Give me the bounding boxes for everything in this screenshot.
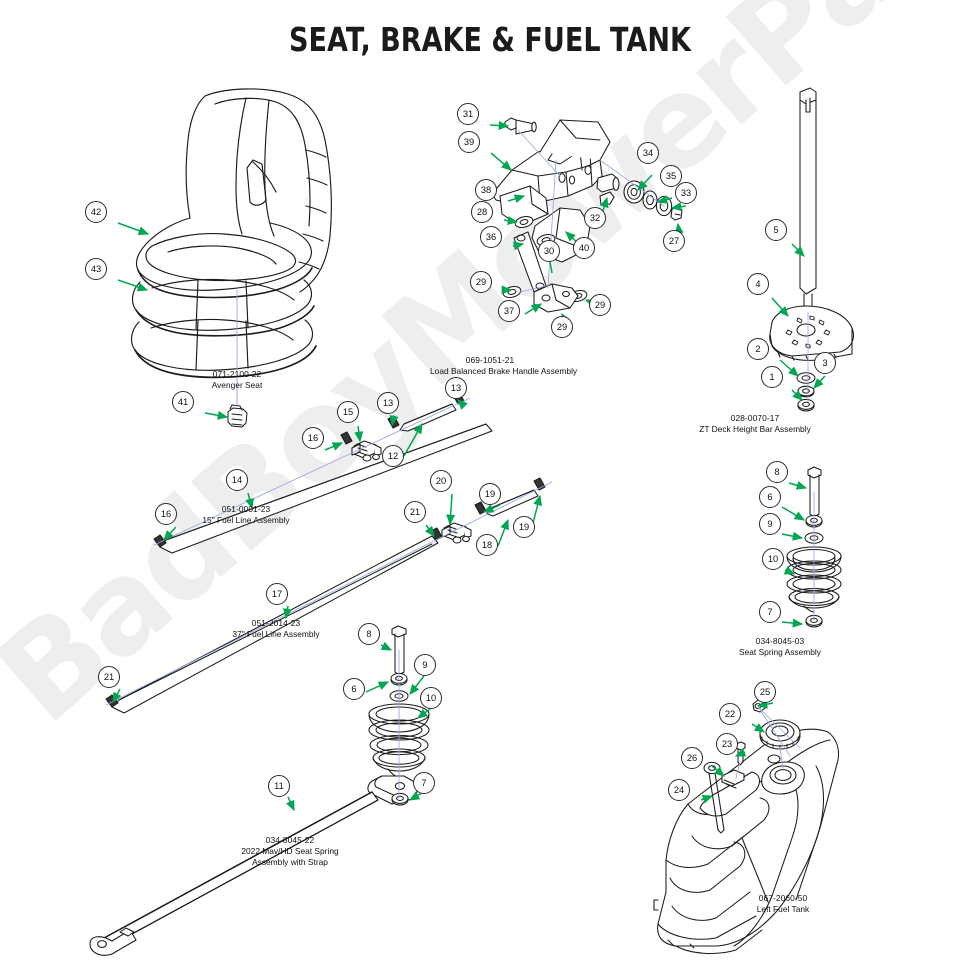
callout-39[interactable]: 39 [458,131,480,153]
callout-27[interactable]: 27 [663,230,685,252]
callout-35[interactable]: 35 [660,165,682,187]
callout-9[interactable]: 9 [414,654,436,676]
callout-10[interactable]: 10 [420,687,442,709]
callout-12[interactable]: 12 [382,445,404,467]
callout-43[interactable]: 43 [85,258,107,280]
part-name: 2022 Mav/HD Seat Spring [241,846,339,856]
callout-13[interactable]: 13 [445,377,467,399]
callout-16[interactable]: 16 [155,503,177,525]
callout-18[interactable]: 18 [476,534,498,556]
callout-15[interactable]: 15 [337,401,359,423]
callout-30[interactable]: 30 [538,240,560,262]
part-name: ZT Deck Height Bar Assembly [699,424,811,434]
callout-41[interactable]: 41 [172,391,194,413]
leader-lines [112,120,826,812]
callout-6[interactable]: 6 [343,678,365,700]
callout-10[interactable]: 10 [762,548,784,570]
callout-19[interactable]: 19 [479,483,501,505]
callout-40[interactable]: 40 [573,237,595,259]
part-number: 069-1051-21 [465,355,515,365]
callout-7[interactable]: 7 [413,772,435,794]
callout-36[interactable]: 36 [480,226,502,248]
fuel-line-37-drawing [105,477,553,714]
callout-33[interactable]: 33 [675,182,697,204]
page-title: SEAT, BRAKE & FUEL TANK [289,20,691,59]
part-number: 067-2060-50 [758,893,808,903]
callout-1[interactable]: 1 [761,366,783,388]
left-fuel-tank-drawing [653,699,839,955]
callout-14[interactable]: 14 [226,469,248,491]
part-number: 028-0070-17 [730,413,780,423]
callout-32[interactable]: 32 [584,207,606,229]
part-name: Seat Spring Assembly [739,647,821,657]
callout-3[interactable]: 3 [814,352,836,374]
callout-29[interactable]: 29 [589,294,611,316]
zt-deck-height-bar-drawing [769,87,855,412]
part-number: 034-8045-03 [755,636,805,646]
callout-29[interactable]: 29 [551,316,573,338]
callout-7[interactable]: 7 [759,601,781,623]
callout-8[interactable]: 8 [766,461,788,483]
callout-4[interactable]: 4 [747,273,769,295]
callout-26[interactable]: 26 [681,747,703,769]
callout-22[interactable]: 22 [719,703,741,725]
callout-5[interactable]: 5 [765,219,787,241]
part-name: Avenger Seat [211,380,263,390]
callout-16[interactable]: 16 [302,427,324,449]
part-name: Left Fuel Tank [756,904,810,914]
part-name: 37" Fuel Line Assembly [232,629,320,639]
callout-37[interactable]: 37 [498,300,520,322]
callout-28[interactable]: 28 [471,201,493,223]
callout-29[interactable]: 29 [470,271,492,293]
seat-spring-drawing [786,466,842,628]
part-number: 034-8045-22 [265,835,315,845]
part-name: 15" Fuel Line Assembly [202,515,290,525]
part-number: 051-2014-23 [251,618,301,628]
part-number: 051-0001-23 [221,504,271,514]
callout-11[interactable]: 11 [268,775,290,797]
callout-21[interactable]: 21 [404,501,426,523]
part-name-line2: Assembly with Strap [252,857,328,867]
callout-42[interactable]: 42 [85,201,107,223]
callout-25[interactable]: 25 [754,681,776,703]
seat-spring-strap-drawing [89,625,430,956]
callout-13[interactable]: 13 [377,392,399,414]
avenger-seat-drawing [130,88,332,428]
callout-31[interactable]: 31 [457,103,479,125]
callout-8[interactable]: 8 [358,623,380,645]
callout-17[interactable]: 17 [266,583,288,605]
part-number: 071-2100-22 [212,369,262,379]
callout-19[interactable]: 19 [513,516,535,538]
callout-9[interactable]: 9 [759,513,781,535]
callout-21[interactable]: 21 [98,666,120,688]
part-name: Load Balanced Brake Handle Assembly [430,366,578,376]
callout-34[interactable]: 34 [637,142,659,164]
callout-24[interactable]: 24 [668,779,690,801]
callout-20[interactable]: 20 [430,470,452,492]
callout-6[interactable]: 6 [759,486,781,508]
callout-23[interactable]: 23 [716,733,738,755]
callout-38[interactable]: 38 [475,179,497,201]
callout-2[interactable]: 2 [747,338,769,360]
